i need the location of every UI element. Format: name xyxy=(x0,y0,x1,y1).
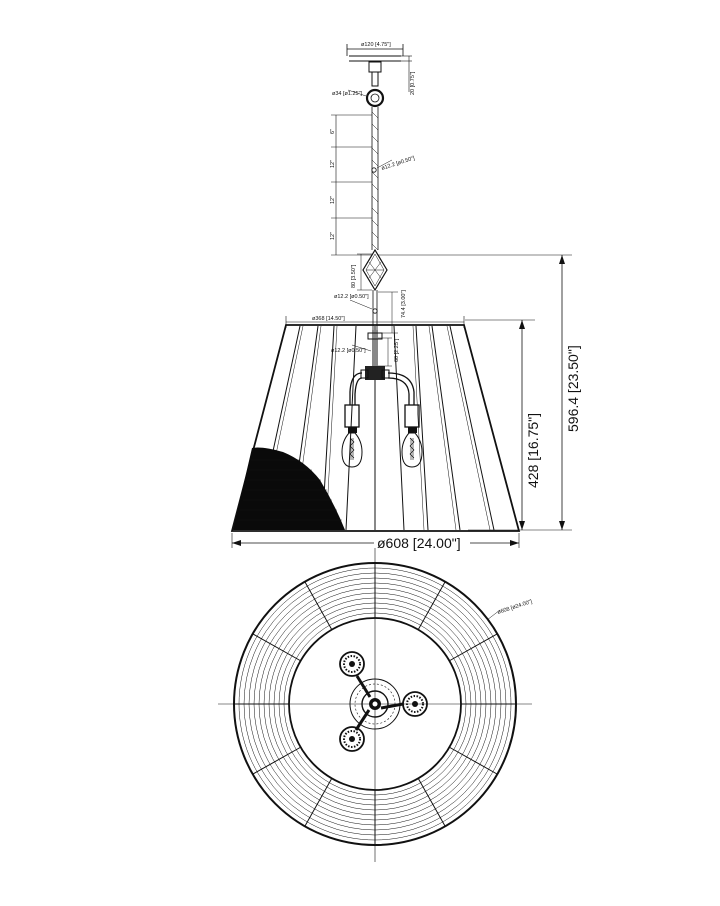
shade-bottom-dimension: ø608 [24.00"] xyxy=(231,533,520,551)
plan-diameter-dimension: ø608 [ø24.00"] xyxy=(486,599,534,621)
elevation-view: ø120 [4.75"] 20 [0.75"] ø34 [ø1.25"] ø12… xyxy=(230,42,581,551)
shade-height-dimension: 428 [16.75"] xyxy=(465,319,541,530)
chain-segment-2-label: 12" xyxy=(330,160,336,168)
bulb-right xyxy=(401,404,423,468)
hub-height-label: 60 [2.25"] xyxy=(394,338,400,362)
lower-rod: ø12.2 [ø0.50"] 74.4 [3.00"] xyxy=(334,290,407,334)
chain: ø12.2 [ø0.50"] xyxy=(371,107,416,251)
plan-diameter-label: ø608 [ø24.00"] xyxy=(497,599,534,616)
overall-height-dimension: 596.4 [23.50"] xyxy=(378,254,581,531)
ornament: 80 [3.50"] xyxy=(351,248,388,292)
canopy-width-label: ø120 [4.75"] xyxy=(361,42,391,48)
canopy-dimension: ø120 [4.75"] 20 [0.75"] xyxy=(346,42,416,95)
chain-dimensions: 6" 12" 12" 12" xyxy=(330,114,372,256)
canopy-height-label: 20 [0.75"] xyxy=(410,71,416,95)
plan-socket-bottom xyxy=(339,726,365,752)
overall-height-label: 596.4 [23.50"] xyxy=(565,345,581,432)
shade xyxy=(230,324,521,532)
chain-segment-3-label: 12" xyxy=(330,196,336,204)
plan-socket-top xyxy=(339,651,365,677)
rod-length-label: 74.4 [3.00"] xyxy=(401,290,407,318)
loop-diameter-label: ø34 [ø1.25"] xyxy=(332,91,363,97)
plan-hub xyxy=(349,675,404,731)
rod-diameter-mid-label: ø12.2 [ø0.50"] xyxy=(334,294,369,300)
plan-ribs xyxy=(234,563,516,845)
shade-bottom-diameter-label: ø608 [24.00"] xyxy=(377,535,461,551)
canopy-loop: ø34 [ø1.25"] xyxy=(332,61,385,108)
hub-and-arms: ø12.2 [ø0.50"] 60 [2.25"] xyxy=(331,330,415,405)
plan-view: ø608 [ø24.00"] xyxy=(218,548,533,862)
chain-segment-1-label: 6" xyxy=(330,129,336,134)
rod-diameter-inner-label: ø12.2 [ø0.50"] xyxy=(331,348,366,354)
rod-diameter-top-label: ø12.2 [ø0.50"] xyxy=(381,155,416,172)
plan-socket-right xyxy=(402,691,428,717)
shade-height-label: 428 [16.75"] xyxy=(525,413,541,488)
ornament-height-label: 80 [3.50"] xyxy=(351,264,357,288)
shade-top-diameter-label: ø368 [14.50"] xyxy=(312,316,345,322)
chain-segment-4-label: 12" xyxy=(330,232,336,240)
bulb-left xyxy=(341,404,363,468)
